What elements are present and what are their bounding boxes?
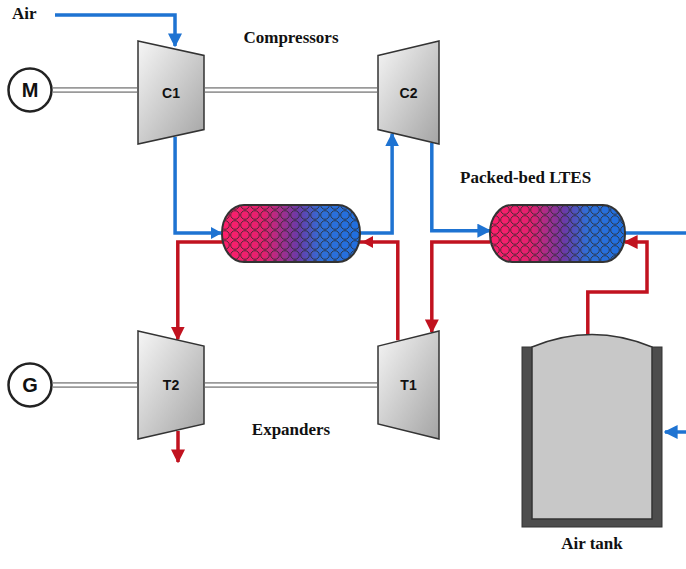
- packed-bed-storage: [222, 205, 360, 262]
- arrow-head: [211, 227, 222, 239]
- flow-pipe: [432, 242, 490, 332]
- shaft-outer: [205, 382, 377, 388]
- compressor-symbol: C2: [377, 40, 440, 145]
- exhaust-pipe: [176, 431, 180, 462]
- shaft-outer: [53, 87, 137, 93]
- machine-label: M: [22, 79, 39, 102]
- storage-fill: [490, 205, 625, 262]
- machine-label: T1: [400, 377, 416, 393]
- shaft-outer: [53, 382, 137, 388]
- shaft-inner: [53, 384, 137, 387]
- unit-heading: Packed-bed LTES: [460, 168, 591, 188]
- shaft-inner: [205, 89, 377, 92]
- turbomachine-outline: [138, 41, 204, 144]
- air-inlet-pipe: [55, 15, 175, 46]
- tank-inlet-pipe: [665, 430, 686, 434]
- turbomachine-outline: [378, 41, 439, 144]
- shaft-line: [205, 385, 377, 386]
- shaft-line: [53, 90, 137, 91]
- storage-outline: [490, 205, 625, 262]
- section-label: Expanders: [252, 420, 330, 440]
- unit-heading: Air tank: [561, 534, 623, 554]
- section-label: Air: [12, 4, 37, 24]
- machine-label: C2: [400, 85, 418, 101]
- generator-circle: G: [7, 362, 53, 408]
- arrow-head: [362, 236, 373, 248]
- expander-symbol: T2: [137, 330, 205, 440]
- storage-outline: [222, 205, 360, 262]
- ltes-shape: [490, 205, 625, 262]
- motor-circle: M: [7, 67, 53, 113]
- machine-circle: [9, 69, 52, 112]
- expander-symbol: T1: [377, 330, 440, 440]
- shaft-line: [205, 89, 377, 90]
- shaft-inner: [53, 89, 137, 92]
- pipe-path: [432, 242, 490, 332]
- shaft-line: [53, 385, 137, 386]
- air-outlet-pipe: [625, 231, 686, 235]
- compressor-symbol: C1: [137, 40, 205, 145]
- machine-label: T2: [163, 377, 179, 393]
- machine-label: G: [22, 374, 38, 397]
- machine-label: C1: [162, 85, 180, 101]
- air-tank: Air tank: [522, 322, 662, 554]
- turbomachine-outline: [378, 331, 439, 439]
- tank-shape: [522, 322, 662, 527]
- storage-unit: Packed-bed LTES: [460, 168, 628, 264]
- shaft-inner: [205, 384, 377, 387]
- tank-body: [532, 335, 652, 520]
- section-label: Compressors: [243, 28, 338, 48]
- storage-fill: [222, 205, 360, 262]
- turbomachine-outline: [138, 331, 204, 439]
- machine-circle: [9, 364, 52, 407]
- shaft-outer: [205, 87, 377, 93]
